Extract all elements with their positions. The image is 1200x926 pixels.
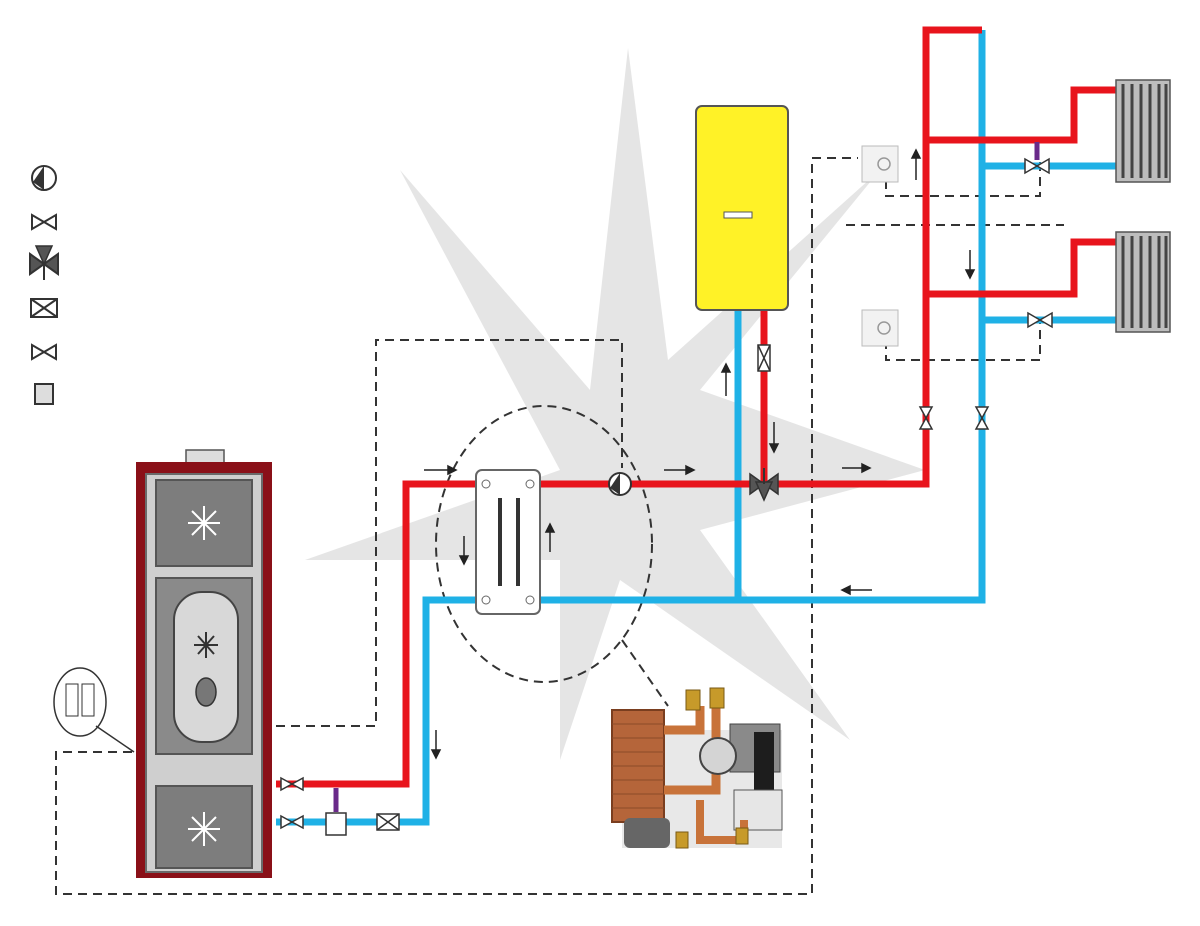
control-line-main-loop bbox=[55, 157, 858, 895]
boiler-check-valve-icon bbox=[757, 344, 771, 372]
shutoff-valve-icon bbox=[31, 213, 57, 231]
mixing-valve-icon bbox=[325, 812, 347, 836]
radiator-valves bbox=[1024, 157, 1053, 329]
arrow-right-icon bbox=[664, 464, 696, 476]
control-wiring bbox=[55, 157, 1064, 895]
three-way-valve-icon bbox=[749, 468, 779, 502]
arrow-down-icon bbox=[768, 422, 780, 454]
flow-arrows bbox=[424, 148, 976, 760]
arrow-left-icon bbox=[840, 584, 872, 596]
arrow-down-icon bbox=[964, 250, 976, 280]
shutoff-valve-icon bbox=[280, 814, 304, 830]
riser-valves bbox=[918, 406, 990, 430]
hot-supply-pipes bbox=[276, 26, 1116, 788]
arrow-right-icon bbox=[842, 462, 872, 474]
balancing-valve-icon bbox=[918, 406, 934, 430]
balancing-valve-icon bbox=[974, 406, 990, 430]
legend bbox=[29, 165, 59, 405]
shutoff-valve-icon bbox=[1027, 311, 1053, 329]
wall-boiler-icon bbox=[695, 105, 789, 311]
check-valve-icon bbox=[376, 813, 400, 831]
arrow-down-icon bbox=[458, 536, 470, 566]
exchanger-detail-circle bbox=[435, 405, 653, 683]
radiator-icon bbox=[1115, 231, 1171, 333]
control-line-thermostat-2 bbox=[885, 320, 1041, 361]
check-valve-icon bbox=[30, 298, 58, 318]
radiator-icon bbox=[1115, 79, 1171, 183]
arrow-up-icon bbox=[910, 148, 922, 180]
flame-icon bbox=[188, 506, 220, 846]
control-line-module-link bbox=[621, 639, 669, 707]
room-thermostat-icon bbox=[861, 145, 899, 183]
pellet-stove-icon bbox=[136, 449, 272, 878]
stove-control-unit-icon bbox=[53, 667, 135, 753]
room-thermostat-icon bbox=[861, 309, 899, 347]
arrow-down-icon bbox=[430, 730, 442, 760]
circulation-pump-icon bbox=[608, 472, 632, 496]
plate-heat-exchanger-icon bbox=[475, 469, 541, 615]
shutoff-valve-icon bbox=[280, 776, 304, 792]
stove-outlet-valves bbox=[280, 776, 400, 836]
thermostat-icon bbox=[34, 383, 54, 405]
arrow-up-icon bbox=[720, 362, 732, 396]
watermark-star-icon bbox=[305, 48, 925, 760]
control-line-thermostat-1 bbox=[885, 160, 1041, 197]
arrow-right-icon bbox=[424, 464, 458, 476]
hydraulic-module-photo-icon bbox=[611, 687, 783, 849]
circulation-pump-icon bbox=[31, 165, 57, 191]
three-way-valve-icon bbox=[29, 245, 59, 280]
mixer-links bbox=[333, 142, 1040, 812]
arrow-up-icon bbox=[544, 522, 556, 552]
thermostatic-valve-icon bbox=[1024, 157, 1050, 175]
balancing-valve-icon bbox=[31, 343, 57, 361]
control-line-stove-sensor bbox=[276, 339, 623, 727]
